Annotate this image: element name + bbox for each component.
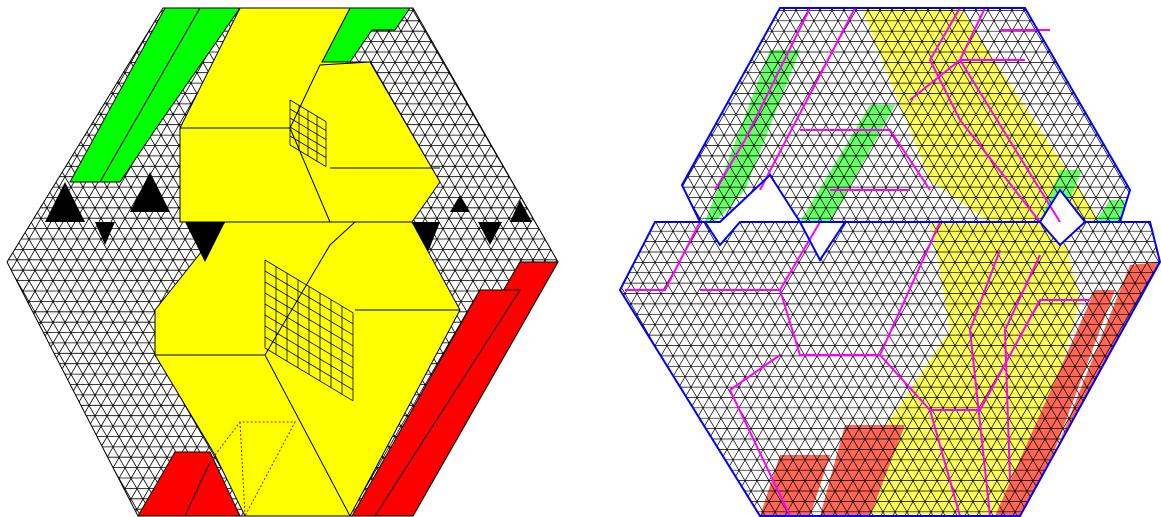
right-bottom-region — [100, 200, 1161, 517]
